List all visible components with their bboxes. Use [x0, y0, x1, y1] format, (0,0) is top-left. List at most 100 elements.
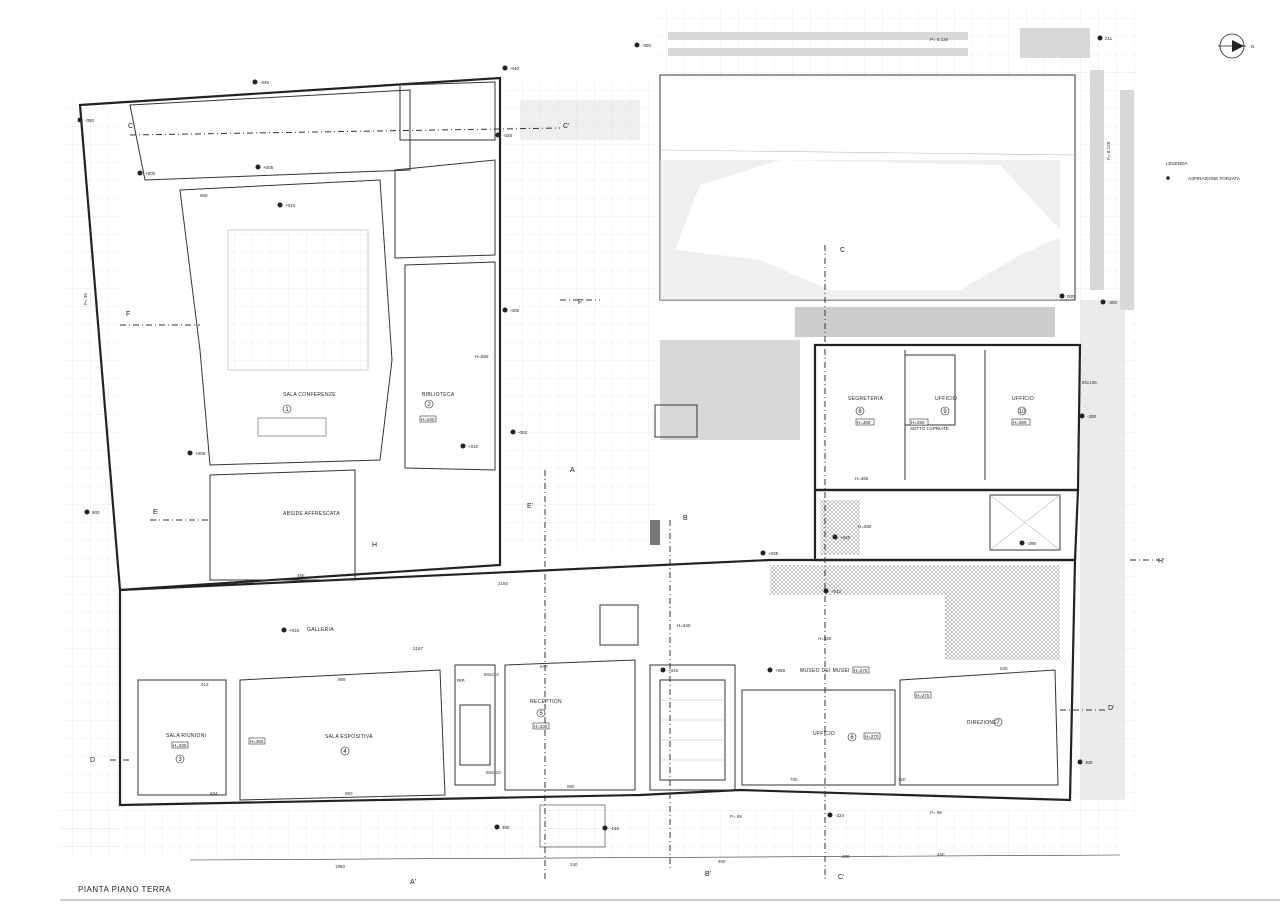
plan-label: +010: [468, 444, 479, 449]
plan-label: 2: [427, 402, 431, 408]
plan-label: 300: [502, 825, 510, 830]
plan-label: 90x210: [486, 770, 501, 775]
plan-label: 240: [570, 862, 578, 867]
plan-label: -040: [510, 66, 520, 71]
plan-label: B: [683, 515, 688, 522]
plan-label: E: [153, 509, 158, 516]
plan-label: 4: [343, 749, 347, 755]
plan-label: H=330: [534, 724, 548, 729]
plan-label: 1960: [335, 864, 346, 869]
plan-label: -146: [610, 826, 620, 831]
legend: LEGENDA ASPIRAZIONE FORZATA: [1166, 161, 1240, 181]
plan-label: 80x210: [484, 672, 499, 677]
plan-label: -300: [1087, 414, 1097, 419]
plan-label: ASPIRAZIONE FORZATA: [1188, 176, 1240, 181]
plan-label: +042: [668, 668, 679, 673]
plan-label: 9: [943, 409, 947, 415]
plan-label: P= 66: [930, 810, 942, 815]
plan-label: 968: [200, 193, 208, 198]
room-labels: SALA CONFERENZE 1 BIBLIOTECA 2 H=240 SAL…: [166, 354, 1034, 764]
plan-label: +060: [775, 668, 786, 673]
plan-label: UFFICIO: [1012, 396, 1034, 402]
plan-label: SEGRETERIA: [848, 396, 884, 402]
plan-label: 2167: [413, 646, 424, 651]
plan-label: -005: [510, 308, 520, 313]
plan-label: -050: [642, 43, 652, 48]
plan-label: H=270: [916, 693, 930, 698]
plan-label: H=270: [865, 734, 879, 739]
plan-label: F: [126, 311, 130, 318]
plan-label: DIREZIONE: [967, 720, 997, 726]
plan-label: H=380: [857, 420, 871, 425]
plan-label: RECEPTION: [530, 699, 562, 705]
plan-label: UFFICIO: [935, 396, 957, 402]
plan-label: 6: [850, 735, 854, 741]
plan-label: -045: [260, 80, 270, 85]
plan-label: H=270: [854, 668, 868, 673]
exhaust-vent-icon: [1166, 176, 1170, 180]
plan-label: 000: [1067, 294, 1075, 299]
plan-label: H=240: [421, 417, 435, 422]
plan-label: D: [90, 757, 95, 764]
plan-label: P= 8.126: [930, 37, 949, 42]
plan-label: 85x135: [1082, 380, 1097, 385]
plan-label: 300: [718, 859, 726, 864]
plan-label: 10: [1019, 409, 1026, 415]
plan-label: MUSEO DEI MUSEI: [800, 668, 850, 674]
north-arrow-icon: N: [1218, 33, 1254, 59]
plan-label: -300: [1108, 300, 1118, 305]
building-walls: [78, 76, 1082, 848]
plan-label: 2160: [498, 581, 509, 586]
plan-label: UFFICIO: [813, 731, 835, 737]
plan-label: B': [705, 871, 711, 878]
plan-label: +000: [145, 171, 156, 176]
plan-label: 900: [92, 510, 100, 515]
plan-label: C': [838, 874, 844, 881]
plan-label: 5: [539, 711, 543, 717]
plan-label: H=330: [173, 743, 187, 748]
section-labels: A A' B B' C C' D D' E E' F F' H H' C C': [90, 123, 1164, 886]
plan-label: +010: [840, 535, 851, 540]
plan-label: ABSIDE AFFRESCATA: [283, 511, 340, 517]
level-markers: -050 -045 -040 -025 +000 +005 +010 +010 …: [77, 35, 1118, 831]
plan-label: C: [128, 123, 133, 130]
plan-label: 200: [842, 854, 850, 859]
plan-label: +010: [285, 203, 296, 208]
room-name: BIBLIOTECA: [422, 392, 455, 398]
plan-label: H=380: [1013, 420, 1027, 425]
plan-label: 3: [178, 757, 182, 763]
plan-label: P= 8.128: [1106, 141, 1111, 160]
plan-label: 989: [338, 677, 346, 682]
plan-label: +005: [195, 451, 206, 456]
plan-label: H=466: [855, 476, 869, 481]
plan-label: P= 36: [83, 293, 88, 305]
plan-label: 465: [297, 573, 305, 578]
dimension-labels: 1960 240 300 200 450 2160 2167 P= 36 P= …: [83, 37, 1111, 869]
exterior-paving: [60, 8, 1135, 860]
exhaust-vent-icon: [634, 42, 640, 48]
plan-label: 1: [285, 407, 289, 413]
plan-label: C: [840, 247, 845, 254]
drawing-title: PIANTA PIANO TERRA: [78, 885, 171, 894]
plan-label: F': [578, 299, 584, 306]
plan-label: 680: [567, 784, 575, 789]
plan-label: 670: [540, 664, 548, 669]
plan-label: +012: [831, 589, 842, 594]
plan-label: H=350: [250, 739, 264, 744]
plan-label: 404: [210, 791, 218, 796]
plan-label: H': [1158, 558, 1164, 565]
plan-label: SALA ESPOSITIVA: [325, 734, 373, 740]
plan-label: +010: [289, 628, 300, 633]
plan-label: H=560: [475, 354, 489, 359]
plan-label: H=250: [911, 420, 925, 425]
plan-label: 450: [937, 852, 945, 857]
plan-label: C': [563, 123, 569, 130]
plan-label: LEGENDA: [1166, 161, 1188, 166]
plan-label: H=340: [677, 623, 691, 628]
plan-label: +035: [768, 551, 779, 556]
plan-label: A': [410, 879, 416, 886]
plan-label: E': [527, 503, 533, 510]
plan-label: 8: [858, 409, 862, 415]
plan-label: RIP.: [457, 678, 465, 683]
plan-label: P= 85: [730, 814, 742, 819]
